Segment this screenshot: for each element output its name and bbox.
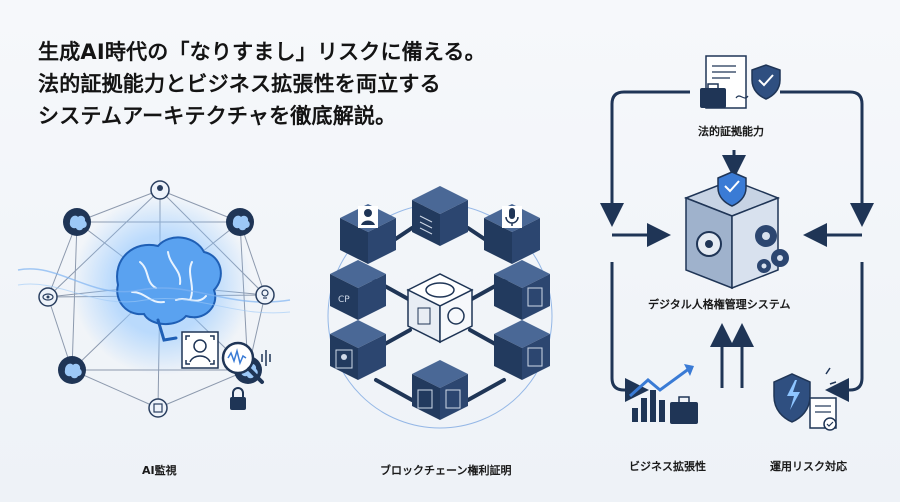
certified-seal-cube xyxy=(406,273,474,344)
face-recognition-icon xyxy=(181,331,219,369)
brain-node-icon xyxy=(58,356,86,384)
blockchain-cube-bottom xyxy=(412,360,468,420)
seal-stamp-icon xyxy=(425,282,455,298)
flow-arrows xyxy=(600,90,874,402)
lock-icon xyxy=(230,387,246,410)
system-panel xyxy=(600,55,874,431)
headline: 生成AI時代の「なりすまし」リスクに備える。 法的証拠能力とビジネス拡張性を両立… xyxy=(38,36,558,132)
blockchain-cube-top xyxy=(412,186,468,246)
ai-monitoring-panel xyxy=(17,180,291,418)
chip-node-icon xyxy=(148,398,168,418)
growth-chart-icon xyxy=(629,364,698,424)
network-node-top xyxy=(150,180,170,200)
headline-line-3: システムアーキテクチャを徹底解説。 xyxy=(38,104,397,128)
headline-line-2: 法的証拠能力とビジネス拡張性を両立する xyxy=(38,72,441,96)
blockchain-cube-microphone xyxy=(484,204,540,264)
blockchain-cube-id xyxy=(340,204,396,264)
magnifier-icon xyxy=(221,341,264,384)
brain-icon xyxy=(116,236,222,342)
briefcase-icon xyxy=(700,83,726,108)
lightning-shield-icon xyxy=(773,367,837,423)
blockchain-panel: CP xyxy=(327,186,553,429)
bulb-icon xyxy=(255,285,275,305)
business-scalability-label: ビジネス拡張性 xyxy=(629,460,706,473)
brain-node-icon xyxy=(63,208,91,236)
checklist-document-icon xyxy=(809,397,837,431)
shield-check-icon xyxy=(751,64,781,100)
system-center-label: デジタル人格権管理システム xyxy=(648,298,791,311)
blockchain-cube-cp: CP xyxy=(330,260,386,320)
gear-icon xyxy=(755,225,789,273)
operational-risk-label: 運用リスク対応 xyxy=(770,460,847,473)
blockchain-cube-code xyxy=(330,320,386,380)
sound-wave-icon xyxy=(261,350,271,366)
legal-evidence-label: 法的証拠能力 xyxy=(698,125,764,138)
headline-line-1: 生成AI時代の「なりすまし」リスクに備える。 xyxy=(38,40,486,64)
blockchain-label: ブロックチェーン権利証明 xyxy=(380,464,512,477)
brain-node-icon xyxy=(226,208,254,236)
signal-wave xyxy=(17,268,291,303)
blockchain-cube-document xyxy=(494,320,550,380)
blockchain-cube-certificate xyxy=(494,260,550,320)
ai-monitoring-label: AI監視 xyxy=(142,464,177,477)
svg-text:CP: CP xyxy=(338,295,350,305)
eye-icon xyxy=(38,287,58,307)
